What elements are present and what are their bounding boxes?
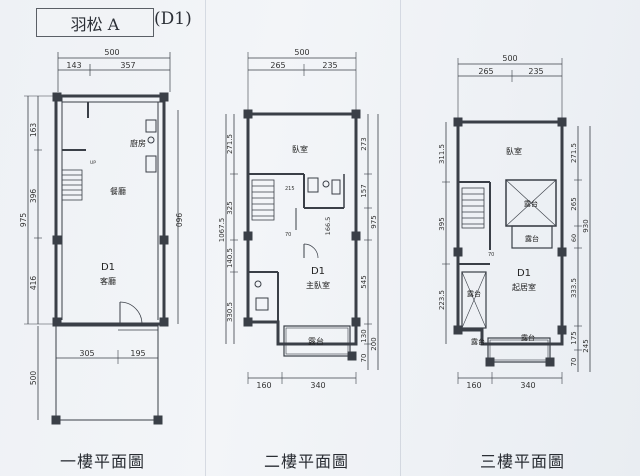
floor-1-plan: 500 143 357 bbox=[19, 48, 183, 425]
f1-room-kitchen: 廚房 bbox=[130, 138, 146, 148]
f3-dim-bottom-b: 340 bbox=[520, 381, 535, 390]
f1-unit-tag: D1 bbox=[101, 262, 115, 273]
f2-dim-left-c: 140.5 bbox=[226, 248, 234, 268]
model-code: (D1) bbox=[154, 9, 192, 29]
f1-dim-right: 960 bbox=[174, 213, 183, 228]
f3-dim-right-total: 930 bbox=[582, 219, 590, 232]
f3-dim-right-e: 175 bbox=[570, 331, 578, 344]
f1-dim-yard: 500 bbox=[29, 371, 38, 386]
f3-unit-tag: D1 bbox=[517, 268, 531, 279]
f2-room-master: 主臥室 bbox=[306, 280, 330, 290]
f1-dim-left-a: 163 bbox=[29, 123, 38, 138]
f3-dim-right-a: 271.5 bbox=[570, 143, 578, 163]
f1-dim-left-total: 975 bbox=[19, 213, 28, 228]
floor-1-label: 一樓平面圖 bbox=[60, 452, 146, 471]
f2-room-bedroom: 臥室 bbox=[292, 144, 308, 154]
f3-dim-top-b: 235 bbox=[528, 67, 543, 76]
f2-dim-top-a: 265 bbox=[270, 61, 285, 70]
f3-room-living: 起居室 bbox=[512, 282, 536, 292]
f2-dim-top-b: 235 bbox=[322, 61, 337, 70]
f1-dim-bottom-a: 305 bbox=[79, 349, 94, 358]
f2-unit-tag: D1 bbox=[311, 266, 325, 277]
floor-2-label: 二樓平面圖 bbox=[264, 452, 350, 471]
f3-dim-left-c: 223.5 bbox=[438, 290, 446, 310]
f2-dim-right-b: 157 bbox=[360, 184, 368, 197]
f2-dim-right-g: 200 bbox=[370, 337, 378, 350]
f2-dim-right-e: 130 bbox=[360, 329, 368, 342]
f3-room-balcony-front: 露台 bbox=[521, 333, 535, 342]
f2-dim-bottom-a: 160 bbox=[256, 381, 271, 390]
f2-stair-note-b: 70 bbox=[285, 232, 291, 238]
f3-dim-top-a: 265 bbox=[478, 67, 493, 76]
f3-room-balcony-left: 露台 bbox=[467, 289, 481, 298]
floor-2-plan: 500 265 235 bbox=[218, 48, 379, 390]
f3-dim-bottom-a: 160 bbox=[466, 381, 481, 390]
f3-dim-right-b: 265 bbox=[570, 197, 578, 210]
model-title-box: 羽松 A bbox=[36, 8, 154, 37]
f2-dim-left-d: 330.5 bbox=[226, 302, 234, 322]
f1-dim-top-a: 143 bbox=[66, 61, 81, 70]
f1-dim-left-b: 396 bbox=[29, 189, 38, 204]
f1-room-dining: 餐廳 bbox=[110, 186, 126, 196]
floor-3-plan: 500 265 235 bbox=[438, 54, 591, 390]
f2-stair-note-a: 215 bbox=[285, 186, 295, 192]
f3-room-bedroom: 臥室 bbox=[506, 146, 522, 156]
f2-dim-left-total: 1067.5 bbox=[218, 218, 226, 243]
model-title: 羽松 A bbox=[70, 14, 120, 34]
f2-dim-right-total: 975 bbox=[370, 215, 378, 228]
f3-stair-note: 70 bbox=[488, 252, 494, 258]
f2-dim-right-c: 166.5 bbox=[324, 217, 332, 236]
f3-dim-right-f: 70 bbox=[570, 358, 578, 367]
f2-dim-left-a: 271.5 bbox=[226, 134, 234, 154]
floor-3-label: 三樓平面圖 bbox=[480, 452, 566, 471]
f3-dim-right-d: 333.5 bbox=[570, 278, 578, 298]
f3-dim-left-a: 311.5 bbox=[438, 144, 446, 164]
f2-dim-right-f: 70 bbox=[360, 354, 368, 363]
f3-dim-right-g: 245 bbox=[582, 339, 590, 352]
f3-room-balcony-mid: 露台 bbox=[525, 234, 539, 243]
f3-dim-left-b: 395 bbox=[438, 217, 446, 230]
f3-room-balcony-top: 露台 bbox=[524, 199, 538, 208]
f2-dim-right-a: 273 bbox=[360, 137, 368, 150]
f1-dim-top-total: 500 bbox=[104, 48, 119, 57]
f2-dim-top-total: 500 bbox=[294, 48, 309, 57]
f2-dim-right-d: 545 bbox=[360, 275, 368, 288]
f1-dim-bottom-b: 195 bbox=[130, 349, 145, 358]
fold-line bbox=[400, 0, 401, 476]
f1-dim-top-b: 357 bbox=[120, 61, 135, 70]
f2-dim-bottom-b: 340 bbox=[310, 381, 325, 390]
f2-room-balcony: 露台 bbox=[308, 336, 324, 346]
f3-dim-right-c: 60 bbox=[570, 234, 578, 242]
f1-dim-left-c: 416 bbox=[29, 276, 38, 291]
f2-dim-left-b: 325 bbox=[226, 201, 234, 214]
f1-room-living: 客廳 bbox=[100, 276, 116, 286]
f1-stair-up-note: UP bbox=[90, 160, 96, 166]
f3-room-balcony-bottom: 露台 bbox=[471, 337, 485, 346]
f3-dim-top-total: 500 bbox=[502, 54, 517, 63]
fold-line bbox=[205, 0, 206, 476]
